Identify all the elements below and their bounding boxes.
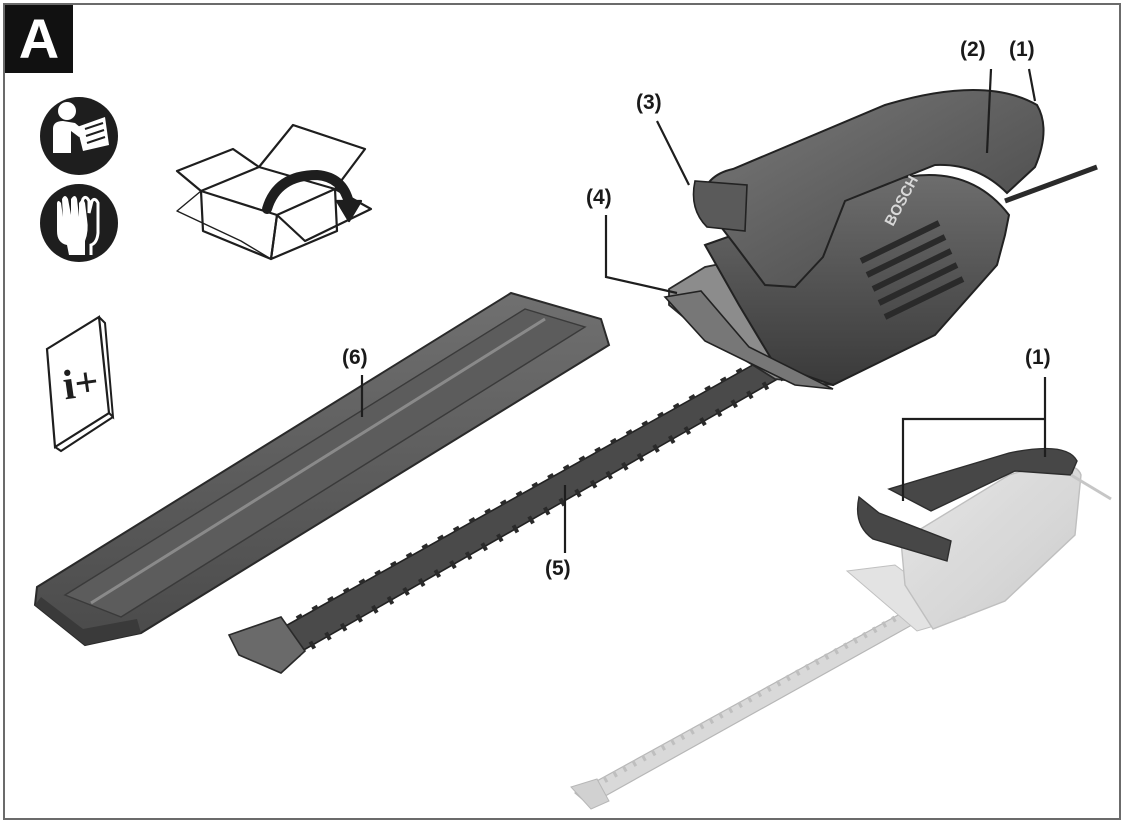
figure-frame: BOSCH A (1) (2) (3) (4) (6) (5) (1) <box>3 3 1121 820</box>
info-booklet-icon <box>45 315 115 453</box>
info-booklet-glyph: i+ <box>59 358 102 410</box>
read-manual-icon <box>40 97 118 175</box>
hedge-trimmer-ghost <box>570 447 1112 810</box>
panel-letter: A <box>5 5 73 73</box>
leader-lines <box>360 68 1047 553</box>
blade-guard <box>33 291 611 647</box>
callout-1-top: (1) <box>1009 38 1035 61</box>
callout-3: (3) <box>636 91 662 114</box>
wear-gloves-icon <box>40 184 118 262</box>
callout-2: (2) <box>960 38 986 61</box>
unboxing-icon <box>175 123 373 261</box>
callout-1-side: (1) <box>1025 346 1051 369</box>
callout-6: (6) <box>342 346 368 369</box>
diagram-canvas: BOSCH <box>33 68 1112 810</box>
hedge-trimmer-body: BOSCH <box>663 89 1098 390</box>
callout-4: (4) <box>586 186 612 209</box>
callout-5: (5) <box>545 557 571 580</box>
